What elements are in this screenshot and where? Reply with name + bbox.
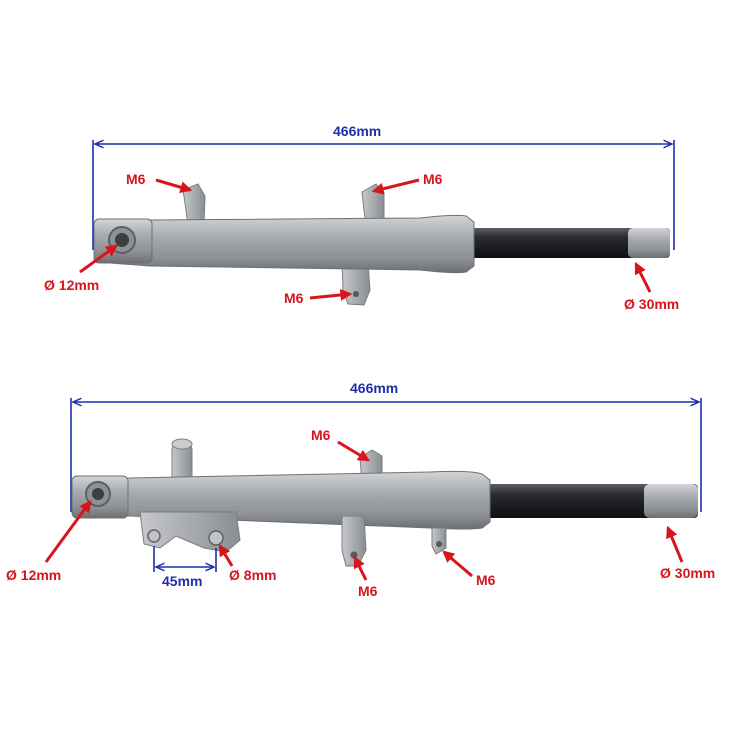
arrow-icon	[634, 261, 652, 293]
arrow-icon	[337, 440, 371, 462]
arrow-icon	[371, 178, 420, 195]
arrow-icon	[442, 550, 473, 578]
arrow-icon	[309, 288, 353, 301]
bottom-pin-right	[208, 530, 224, 546]
bottom-spacing-label: 45mm	[162, 573, 202, 589]
bottom-fork	[70, 398, 702, 567]
bottom-length-label: 466mm	[350, 380, 398, 396]
bottom-lower-leg	[73, 470, 491, 530]
arrow-icon	[44, 500, 92, 563]
bottom-axle-label: Ø 12mm	[6, 567, 61, 583]
bottom-pin-left	[147, 529, 161, 543]
arrow-icon	[218, 543, 234, 567]
top-mount-label-rear: M6	[126, 171, 146, 187]
top-callouts: 466mm M6 M6 Ø 12mm M6 Ø 30mm	[44, 123, 679, 312]
top-fork	[92, 140, 675, 306]
top-axle-label: Ø 12mm	[44, 277, 99, 293]
top-length-dimension	[92, 140, 675, 250]
bottom-callouts: 466mm M6 Ø 12mm 45mm Ø 8mm M6 M6 Ø 30mm	[6, 380, 715, 599]
bottom-mount-label-small: M6	[476, 572, 496, 588]
arrow-icon	[155, 178, 193, 194]
top-length-label: 466mm	[333, 123, 381, 139]
bottom-pin-label: Ø 8mm	[229, 567, 276, 583]
top-stanchion	[470, 228, 670, 258]
top-mount-label-mid: M6	[423, 171, 443, 187]
bottom-spacing-dimension	[153, 546, 217, 572]
bottom-stanchion-label: Ø 30mm	[660, 565, 715, 581]
bottom-mount-label-upper: M6	[311, 427, 331, 443]
top-mount-label-lower: M6	[284, 290, 304, 306]
bottom-mount-label-lower: M6	[358, 583, 378, 599]
bottom-length-dimension	[70, 398, 702, 512]
arrow-icon	[353, 555, 368, 581]
arrow-icon	[666, 525, 684, 563]
top-stanchion-label: Ø 30mm	[624, 296, 679, 312]
top-lower-leg	[96, 214, 475, 274]
arrow-icon	[79, 244, 118, 274]
